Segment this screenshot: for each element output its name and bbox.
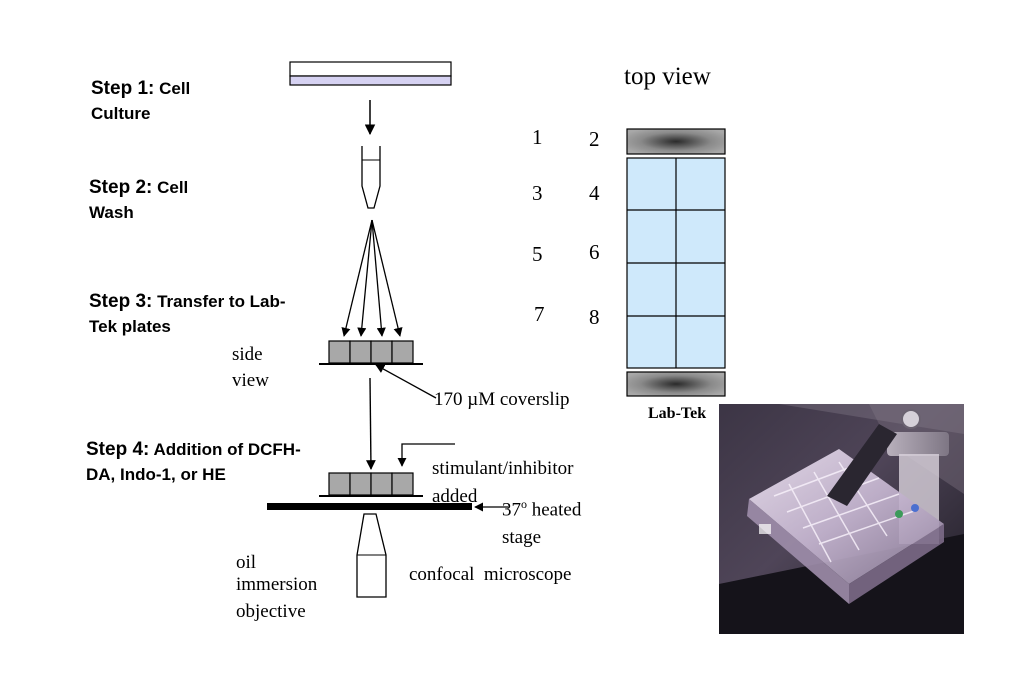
well-number-4: 4 [589,181,600,205]
step-2-label: Step 2: Cell Wash [89,175,188,225]
labtek-top-view [626,128,726,397]
well-number-7: 7 [534,302,545,326]
labtek-top-cap [626,128,726,155]
step-2-number: Step 2: [89,177,153,198]
oil-line3: objective [236,601,306,622]
labtek-photo [719,404,964,634]
culture-dish-icon [289,61,452,86]
objective-lens-icon [356,513,387,598]
well-number-8: 8 [589,305,600,329]
step-4-number: Step 4: [86,439,150,460]
step-3-label: Step 3: Transfer to Lab- Tek plates [89,289,286,339]
oil-line2: immersion [236,574,318,595]
heated-stage-bar [267,503,472,510]
step-3-text-line2: Tek plates [89,317,171,336]
top-view-title: top view [624,63,711,90]
step-1-label: Step 1: Cell Culture [91,76,190,126]
centrifuge-tube-icon [361,146,381,209]
heated-stage-temp: 37 [502,499,521,521]
side-view-line1: side [232,344,263,365]
coverslip-pointer-arrow [375,364,437,399]
stimulant-line1: stimulant/inhibitor [432,458,574,479]
well-number-3: 3 [532,181,543,205]
side-view-line2: view [232,370,269,391]
well-number-2: 2 [589,127,600,151]
coverslip-label: 170 µM coverslip [434,389,570,410]
side-view-label: side view [232,342,269,394]
labtek-side-view [319,340,423,365]
labtek-bottom-cap [626,371,726,397]
lab-tek-caption: Lab-Tek [648,405,707,422]
step-4-text-line2: DA, Indo-1, or HE [86,465,226,484]
arrow-to-stage [366,377,376,470]
step-2-text-line1: Cell [157,178,189,197]
step-1-text-line2: Culture [91,104,151,123]
labtek-on-stage [319,472,423,497]
heated-stage-label: 37o heated stage [502,490,581,552]
transfer-arrows [341,219,403,337]
well-number-6: 6 [589,240,600,264]
step-4-label: Step 4: Addition of DCFH- DA, Indo-1, or… [86,437,301,487]
heated-stage-line2: stage [502,527,542,549]
well-number-5: 5 [532,242,543,266]
stimulant-pointer-arrow [397,443,455,467]
step-3-number: Step 3: [89,291,153,312]
step-2-text-line2: Wash [89,203,134,222]
step-1-text-line1: Cell [159,79,191,98]
stimulant-label: stimulant/inhibitor added [432,455,573,511]
step-4-text-line1: Addition of DCFH- [153,440,301,459]
step-3-text-line1: Transfer to Lab- [157,292,286,311]
degree-superscript: o [521,497,527,511]
heated-stage-word: heated [527,499,582,521]
oil-immersion-label: oil immersion objective [236,552,318,622]
well-number-1: 1 [532,125,543,149]
confocal-microscope-label: confocal microscope [409,564,572,585]
oil-line1: oil [236,552,257,573]
stimulant-line2: added [432,486,478,507]
step-1-number: Step 1: [91,78,155,99]
